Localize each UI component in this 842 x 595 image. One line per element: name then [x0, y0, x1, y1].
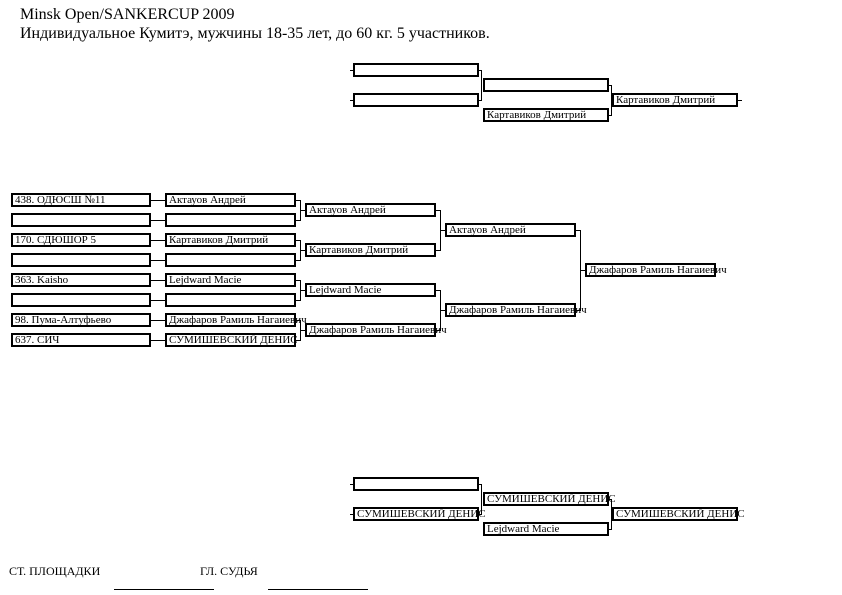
round2-slot: Картавиков Дмитрий — [305, 243, 436, 257]
category-subtitle: Индивидуальное Кумитэ, мужчины 18-35 лет… — [20, 25, 490, 42]
bracket-slot: Картавиков Дмитрий — [483, 108, 609, 122]
bracket-slot — [353, 93, 479, 107]
chief-judge-label: ГЛ. СУДЬЯ — [200, 564, 258, 578]
bracket-slot: Lejdward Macie — [483, 522, 609, 536]
round2-slot: Актауов Андрей — [305, 203, 436, 217]
round1-slot: СУМИШЕВСКИЙ ДЕНИС — [165, 333, 298, 347]
club-slot — [11, 213, 151, 227]
round1-slot: Джафаров Рамиль Нагаиевич — [165, 313, 307, 327]
club-slot — [11, 293, 151, 307]
club-slot: 637. СИЧ — [11, 333, 151, 347]
site-chief-signature-line — [114, 589, 214, 590]
bracket-slot: СУМИШЕВСКИЙ ДЕНИС — [353, 507, 486, 521]
club-slot: 438. ОДЮСШ №11 — [11, 193, 151, 207]
club-slot: 363. Kaisho — [11, 273, 151, 287]
club-slot: 98. Пума-Алтуфьево — [11, 313, 151, 327]
bracket-slot: СУМИШЕВСКИЙ ДЕНИС — [483, 492, 616, 506]
round1-slot: Lejdward Macie — [165, 273, 296, 287]
chief-judge-signature-line — [268, 589, 368, 590]
round3-slot: Джафаров Рамиль Нагаиевич — [445, 303, 587, 317]
bracket-slot-result: Картавиков Дмитрий — [612, 93, 738, 107]
club-slot — [11, 253, 151, 267]
bracket-slot — [483, 78, 609, 92]
round3-slot: Актауов Андрей — [445, 223, 576, 237]
site-chief-label: СТ. ПЛОЩАДКИ — [9, 564, 101, 578]
round1-slot — [165, 293, 296, 307]
round1-slot: Актауов Андрей — [165, 193, 296, 207]
tournament-title: Minsk Open/SANKERCUP 2009 — [20, 6, 235, 23]
club-slot: 170. СДЮШОР 5 — [11, 233, 151, 247]
bracket-slot — [353, 63, 479, 77]
bracket-slot-result: СУМИШЕВСКИЙ ДЕНИС — [612, 507, 745, 521]
round1-slot — [165, 213, 296, 227]
round2-slot: Джафаров Рамиль Нагаиевич — [305, 323, 447, 337]
final-winner-slot: Джафаров Рамиль Нагаиевич — [585, 263, 727, 277]
round1-slot: Картавиков Дмитрий — [165, 233, 296, 247]
round1-slot — [165, 253, 296, 267]
round2-slot: Lejdward Macie — [305, 283, 436, 297]
bracket-slot — [353, 477, 479, 491]
